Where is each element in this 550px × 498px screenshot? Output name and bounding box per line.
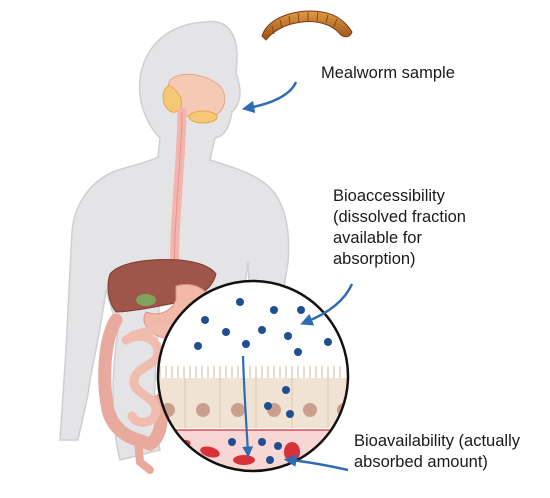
bioaccessibility-label: Bioaccessibility (dissolved fraction ava… bbox=[333, 187, 466, 268]
salivary-gland bbox=[162, 85, 183, 113]
nutrient-particles bbox=[194, 298, 332, 464]
mealworm-sample-label: Mealworm sample bbox=[321, 64, 455, 82]
gallbladder bbox=[136, 294, 156, 306]
microvilli bbox=[159, 366, 341, 378]
bioavailability-label: Bioavailability (actually absorbed amoun… bbox=[354, 432, 520, 471]
cell-borders bbox=[184, 378, 329, 428]
mealworm-segments bbox=[271, 11, 338, 35]
mealworm bbox=[261, 10, 353, 41]
zoom-circle-border bbox=[156, 279, 350, 473]
zoom-view bbox=[158, 281, 348, 471]
bioaccessibility-pointer-arrow bbox=[300, 283, 354, 326]
epithelium-layer bbox=[158, 378, 348, 428]
absorption-arrow bbox=[241, 355, 254, 458]
mealworm-pointer-arrow bbox=[241, 81, 298, 114]
bioavailability-pointer-arrow bbox=[283, 454, 349, 472]
salivary-gland-lower bbox=[188, 110, 218, 124]
